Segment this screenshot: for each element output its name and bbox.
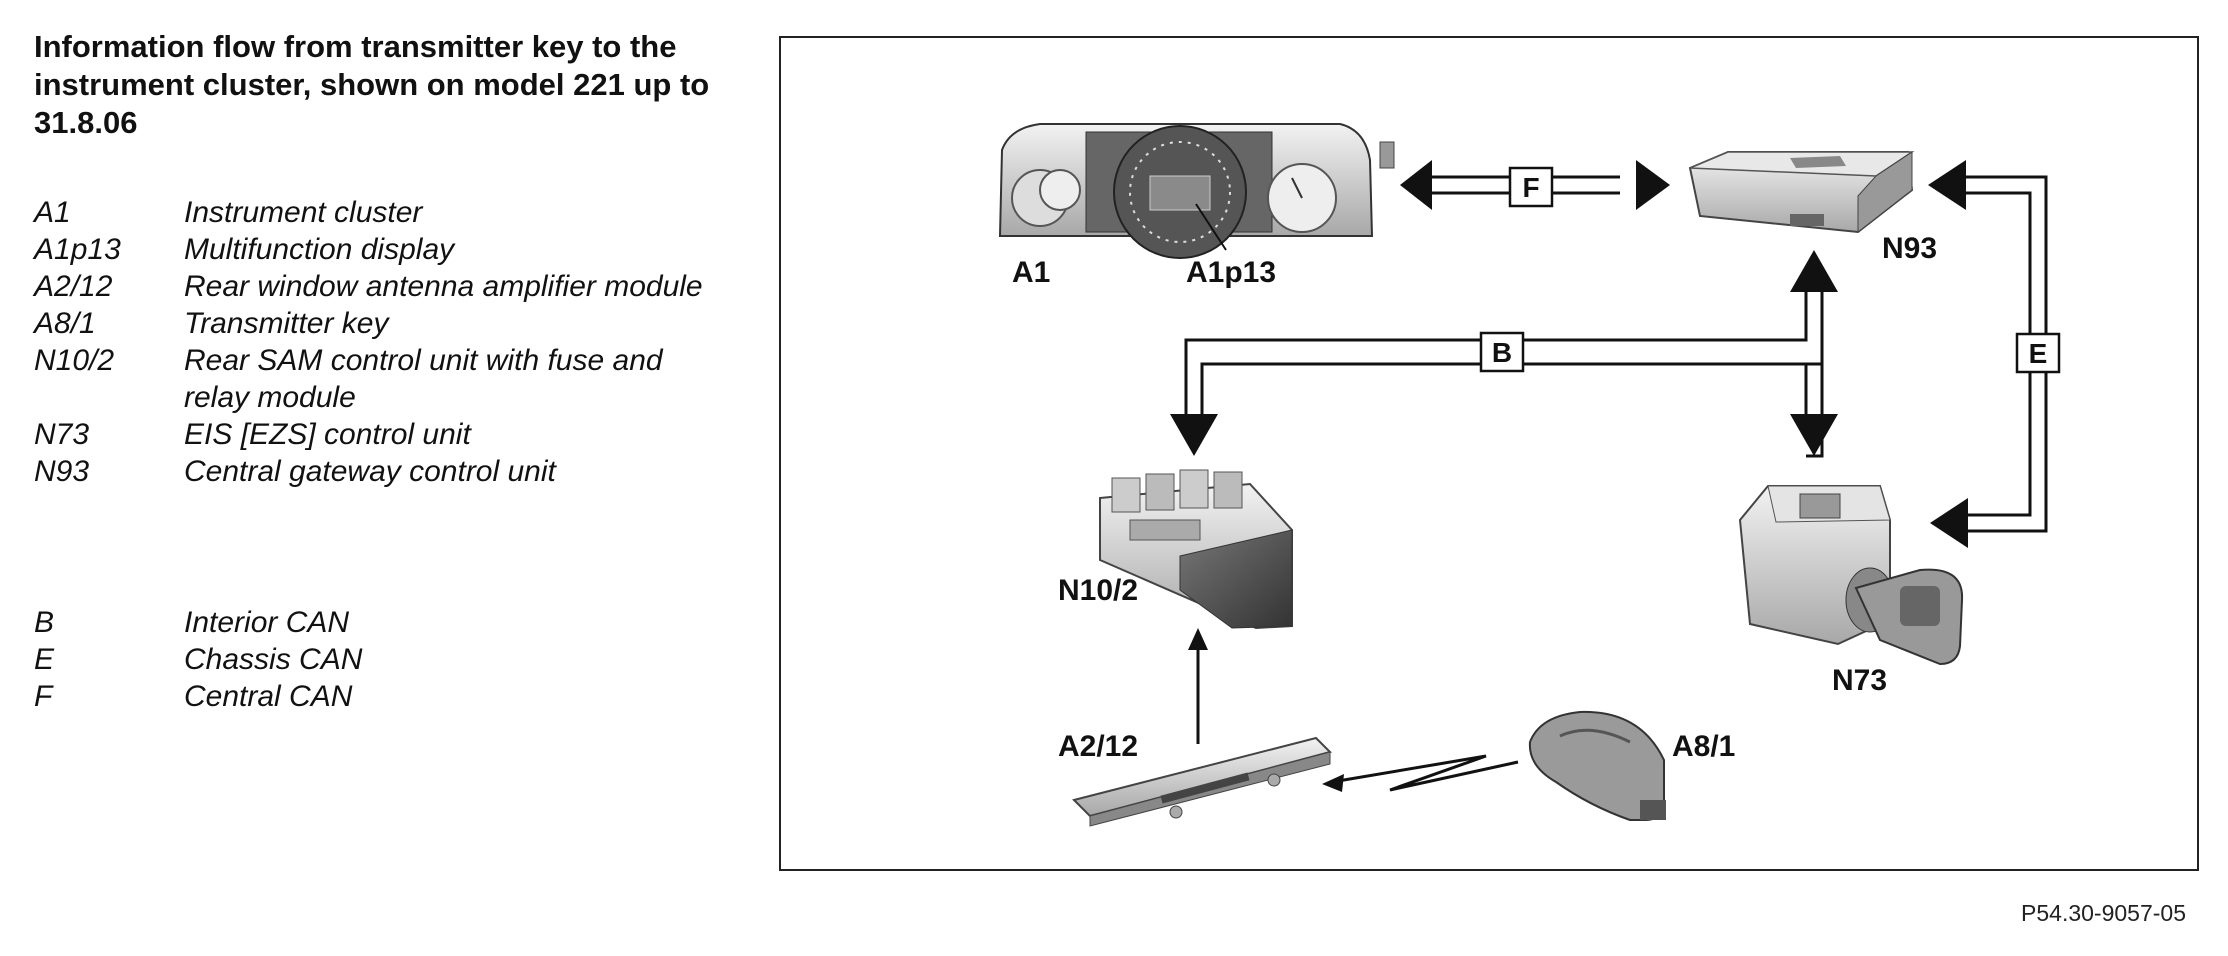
bus-f-label-box xyxy=(1508,166,1554,208)
legend-description: Rear SAM control unit with fuse and rela… xyxy=(184,344,663,414)
bus-b-connection: B xyxy=(1170,250,1838,458)
n73-label: N73 xyxy=(1832,664,1887,697)
legend-description: Interior CAN xyxy=(184,606,350,639)
legend-row: A2/12 Rear window antenna amplifier modul… xyxy=(34,268,714,305)
legend-row: A8/1 Transmitter key xyxy=(34,305,714,342)
legend-description: EIS [EZS] control unit xyxy=(184,418,471,451)
legend-code: E xyxy=(34,643,55,676)
legend-code: N73 xyxy=(34,418,90,451)
central-gateway-image xyxy=(1688,151,1915,234)
transmitter-key-image xyxy=(1528,710,1666,821)
instrument-cluster-image xyxy=(998,123,1395,259)
a1p13-label: A1p13 xyxy=(1186,256,1276,289)
arrow-head-left xyxy=(1322,774,1344,792)
arrow-head-left xyxy=(1928,160,1966,210)
bus-e-label-box xyxy=(2015,332,2061,374)
legend-description: Instrument cluster xyxy=(184,196,423,229)
legend-row: A1p13 Multifunction display xyxy=(34,231,714,268)
legend-row: N93 Central gateway control unit xyxy=(34,453,714,490)
bus-f-connection: F xyxy=(1400,160,1670,210)
legend-row: E Chassis CAN xyxy=(34,641,714,678)
antenna-amplifier-image xyxy=(1072,736,1332,827)
multifunction-display xyxy=(1149,175,1211,211)
legend-description: Multifunction display xyxy=(184,233,455,266)
legend-code: A2/12 xyxy=(34,270,113,303)
n10-2-label: N10/2 xyxy=(1058,574,1138,607)
key-in-ignition-image xyxy=(1854,568,1964,666)
figure-reference: P54.30-9057-05 xyxy=(2021,900,2186,926)
legend-description: Rear window antenna amplifier module xyxy=(184,270,703,303)
a1p13-leader xyxy=(1195,203,1227,251)
arrow-head-down xyxy=(1790,414,1838,456)
legend-code: F xyxy=(34,680,53,713)
diagram-frame xyxy=(779,36,2199,871)
n93-label: N93 xyxy=(1882,232,1937,265)
legend-row: N73 EIS [EZS] control unit xyxy=(34,416,714,453)
legend-code: B xyxy=(34,606,55,639)
bus-e-connection: E xyxy=(1928,160,2061,548)
arrow-head-left xyxy=(1930,498,1968,548)
legend-code: A1p13 xyxy=(34,233,121,266)
legend-row: A1 Instrument cluster xyxy=(34,194,714,231)
legend-code: N10/2 xyxy=(34,344,115,377)
legend-description: Chassis CAN xyxy=(184,643,363,676)
arrow-head-right xyxy=(1636,160,1670,210)
bus-b-label-box xyxy=(1479,331,1525,373)
bus-e-label: E xyxy=(2029,338,2048,369)
bus-f-label: F xyxy=(1522,172,1539,203)
legend-description: Transmitter key xyxy=(184,307,389,340)
page-title: Information flow from transmitter key to… xyxy=(34,29,710,140)
arrow-head-up xyxy=(1790,250,1838,292)
a1-label: A1 xyxy=(1012,256,1050,289)
legend-description: Central gateway control unit xyxy=(184,455,556,488)
legend-row: F Central CAN xyxy=(34,678,714,715)
arrow-head-left xyxy=(1400,160,1432,210)
arrow-head-up xyxy=(1188,628,1208,650)
legend-code: N93 xyxy=(34,455,90,488)
a2-12-label: A2/12 xyxy=(1058,730,1138,763)
component-legend: A1 Instrument cluster A1p13 Multifunction … xyxy=(34,194,714,490)
bus-legend: B Interior CAN E Chassis CAN F Central CAN xyxy=(34,604,714,715)
a8-1-label: A8/1 xyxy=(1672,730,1735,763)
legend-row: N10/2 Rear SAM control unit with fuse and… xyxy=(34,342,714,416)
legend-code: A1 xyxy=(34,196,71,229)
radio-signal xyxy=(1331,754,1519,792)
rear-sam-image xyxy=(1099,469,1293,630)
legend-row: B Interior CAN xyxy=(34,604,714,641)
legend-code: A8/1 xyxy=(34,307,96,340)
arrow-head-down xyxy=(1170,414,1218,456)
bus-b-label: B xyxy=(1492,337,1512,368)
legend-description: Central CAN xyxy=(184,680,353,713)
